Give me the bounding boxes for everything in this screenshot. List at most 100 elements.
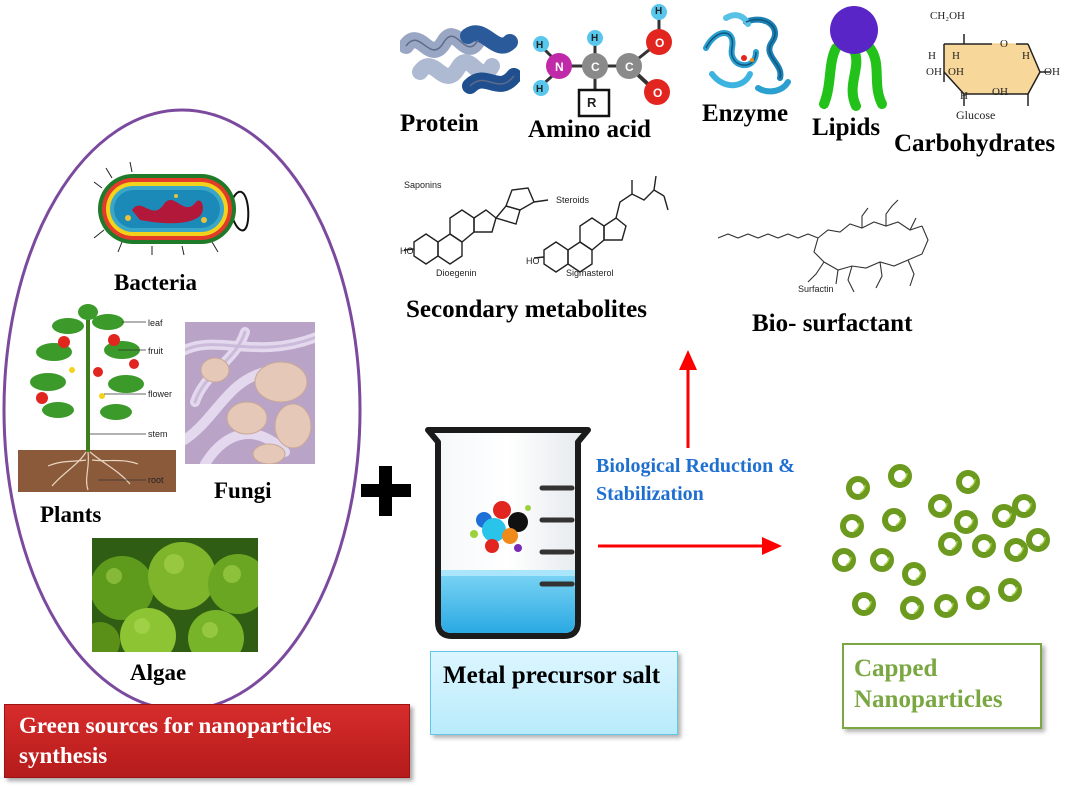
nanoparticle-highlight <box>954 509 974 529</box>
lipids-label: Lipids <box>812 114 881 141</box>
plant-part-root: root <box>148 475 164 485</box>
amino-h-right: H <box>655 6 663 17</box>
nanoparticle-ring-icon <box>1012 494 1036 518</box>
amino-acid-icon <box>533 4 672 118</box>
amino-o-label-1: O <box>655 36 665 50</box>
process-label: Biological Reduction & Stabilization <box>596 455 795 505</box>
nanoparticle-highlight <box>840 513 860 533</box>
algae-icon <box>92 538 258 652</box>
amino-o-label-2: O <box>653 86 663 100</box>
glucose-ch2oh: CH₂OH <box>930 10 966 22</box>
surfactin-icon <box>717 199 929 293</box>
amino-acid-label: Amino acid <box>528 116 651 143</box>
nanoparticle-ring-icon <box>966 586 990 610</box>
nanoparticle-ring-icon <box>934 594 958 618</box>
nanoparticle-highlight <box>1026 527 1046 547</box>
nanoparticle-ring-icon <box>1026 528 1050 552</box>
nanoparticle-ring-icon <box>900 596 924 620</box>
amino-h-left-1: H <box>536 40 544 51</box>
ho-label-2: HO <box>526 256 540 266</box>
protein-label: Protein <box>400 110 479 137</box>
nanoparticle-highlight <box>938 531 958 551</box>
nanoparticle-ring-icon <box>954 510 978 534</box>
steroid-icon <box>403 175 669 273</box>
nanoparticle-highlight <box>992 503 1012 523</box>
lipid-icon <box>819 6 887 111</box>
nanoparticle-ring-icon <box>956 470 980 494</box>
arrow-to-biomolecules <box>679 350 697 448</box>
amino-h-top: H <box>591 33 599 44</box>
beaker-icon <box>425 427 591 639</box>
nanoparticle-highlight <box>1004 537 1024 557</box>
fungi-label: Fungi <box>214 478 272 503</box>
glucose-oh-1: OH <box>926 66 942 78</box>
metal-precursor-box: Metal precursor salt <box>430 651 678 735</box>
surfactin-label: Surfactin <box>798 284 834 294</box>
algae-label: Algae <box>130 660 187 685</box>
plant-part-stem: stem <box>148 429 168 439</box>
bio-surfactant-label: Bio- surfactant <box>752 310 913 337</box>
nanoparticle-highlight <box>902 561 922 581</box>
saponins-label: Saponins <box>404 180 442 190</box>
glucose-oh-3: OH <box>1044 66 1060 78</box>
glucose-h-3: H <box>1022 50 1030 62</box>
nanoparticle-ring-icon <box>972 534 996 558</box>
arrow-to-nanoparticles <box>598 537 782 555</box>
nanoparticle-ring-icon <box>928 494 952 518</box>
amino-h-left-2: H <box>536 84 544 95</box>
amino-n-label: N <box>555 60 564 74</box>
bacteria-label: Bacteria <box>114 270 198 295</box>
bacteria-cell-icon <box>92 160 252 256</box>
nanoparticle-ring-icon <box>1004 538 1028 562</box>
dioegenin-label: Dioegenin <box>436 268 477 278</box>
glucose-oh-4: OH <box>992 86 1008 98</box>
glucose-h-1: H <box>928 50 936 62</box>
nanoparticle-highlight <box>928 493 948 513</box>
nanoparticle-highlight <box>966 585 986 605</box>
nanoparticle-highlight <box>972 533 992 553</box>
nanoparticle-ring-icon <box>998 578 1022 602</box>
nanoparticles-cluster <box>832 463 1050 620</box>
glucose-h-2: H <box>952 50 960 62</box>
nanoparticle-highlight <box>852 591 872 611</box>
amino-c-label-1: C <box>591 60 600 74</box>
nanoparticle-ring-icon <box>992 504 1016 528</box>
nanoparticle-ring-icon <box>840 514 864 538</box>
nanoparticle-highlight <box>998 577 1018 597</box>
enzyme-label: Enzyme <box>702 100 789 127</box>
nanoparticle-ring-icon <box>870 548 894 572</box>
nanoparticle-highlight <box>846 475 866 495</box>
plant-part-fruit: fruit <box>148 346 164 356</box>
nanoparticle-highlight <box>934 593 954 613</box>
nanoparticle-ring-icon <box>902 562 926 586</box>
plant-part-leaf: leaf <box>148 318 163 328</box>
glucose-name: Glucose <box>956 108 996 122</box>
nanoparticle-highlight <box>956 469 976 489</box>
nanoparticle-ring-icon <box>888 464 912 488</box>
glucose-h-4: H <box>960 90 968 102</box>
plant-icon <box>18 304 176 492</box>
nanoparticle-highlight <box>900 595 920 615</box>
steroids-label: Steroids <box>556 195 590 205</box>
amino-c-label-2: C <box>625 60 634 74</box>
plus-icon <box>361 466 411 516</box>
carbohydrates-label: Carbohydrates <box>894 130 1056 157</box>
secondary-metabolites-label: Secondary metabolites <box>406 296 647 323</box>
glucose-oh-2: OH <box>948 66 964 78</box>
nanoparticle-highlight <box>1012 493 1032 513</box>
plants-label: Plants <box>40 502 102 527</box>
nanoparticle-ring-icon <box>832 548 856 572</box>
nanoparticle-highlight <box>832 547 852 567</box>
green-sources-caption: Green sources for nanoparticles synthesi… <box>4 704 410 778</box>
nanoparticle-ring-icon <box>846 476 870 500</box>
glucose-o: O <box>1000 38 1008 50</box>
sigmasterol-label: Sigmasterol <box>566 268 614 278</box>
enzyme-icon <box>703 12 791 95</box>
glucose-icon <box>943 34 1050 106</box>
nanoparticle-ring-icon <box>938 532 962 556</box>
nanoparticle-ring-icon <box>852 592 876 616</box>
amino-r-label: R <box>587 95 597 110</box>
nanoparticle-highlight <box>888 463 908 483</box>
molecule-cluster-icon <box>470 501 531 553</box>
